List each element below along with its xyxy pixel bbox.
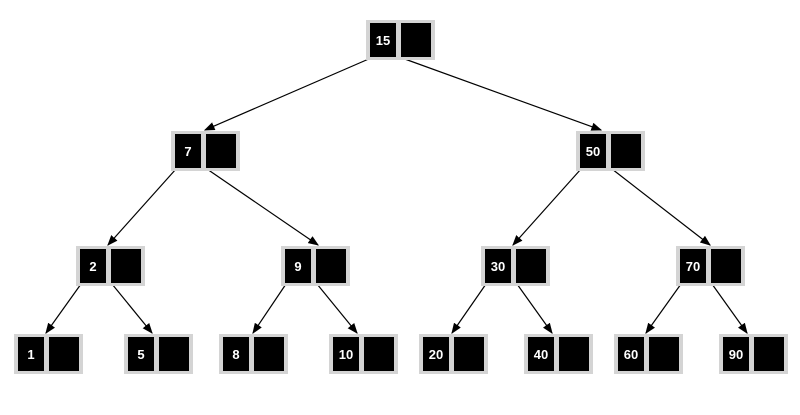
node-cell-divider [396,23,401,57]
tree-node-60[interactable]: 60 [614,334,683,374]
node-cell-divider [644,337,649,371]
node-cell-divider [106,249,111,283]
node-key-cell: 10 [333,337,359,371]
tree-node-7[interactable]: 7 [171,131,240,171]
node-empty-cell [111,249,141,283]
tree-edge-n70-to-n90 [711,283,748,334]
node-empty-cell [254,337,284,371]
node-cell-divider [44,337,49,371]
tree-node-9[interactable]: 9 [281,246,350,286]
node-cell-divider [606,134,611,168]
node-key-cell: 50 [580,134,606,168]
tree-edge-n9-to-n8 [252,283,287,334]
tree-edge-n9-to-n10 [316,283,358,334]
node-empty-cell [401,23,431,57]
tree-node-30[interactable]: 30 [481,246,550,286]
tree-node-20[interactable]: 20 [419,334,488,374]
tree-edge-n7-to-n2 [107,168,177,246]
node-cell-divider [154,337,159,371]
tree-edge-n15-to-n7 [203,57,372,131]
tree-edge-n50-to-n30 [512,168,582,246]
tree-edge-n70-to-n60 [645,283,682,334]
node-key-cell: 5 [128,337,154,371]
node-key-cell: 90 [723,337,749,371]
node-cell-divider [249,337,254,371]
node-empty-cell [711,249,741,283]
tree-edges [45,57,748,334]
node-empty-cell [754,337,784,371]
node-empty-cell [49,337,79,371]
tree-edge-n50-to-n70 [611,168,711,246]
tree-node-1[interactable]: 1 [14,334,83,374]
tree-node-70[interactable]: 70 [676,246,745,286]
tree-node-40[interactable]: 40 [524,334,593,374]
node-empty-cell [364,337,394,371]
node-key-cell: 70 [680,249,706,283]
tree-edge-n2-to-n1 [45,283,82,334]
node-cell-divider [554,337,559,371]
tree-edge-n15-to-n50 [401,57,603,131]
node-cell-divider [706,249,711,283]
node-key-cell: 1 [18,337,44,371]
tree-node-50[interactable]: 50 [576,131,645,171]
node-key-cell: 8 [223,337,249,371]
tree-node-8[interactable]: 8 [219,334,288,374]
tree-edge-n2-to-n5 [111,283,153,334]
tree-node-2[interactable]: 2 [76,246,145,286]
tree-edge-n7-to-n9 [206,168,319,246]
node-key-cell: 20 [423,337,449,371]
node-empty-cell [316,249,346,283]
node-empty-cell [159,337,189,371]
node-cell-divider [511,249,516,283]
node-key-cell: 60 [618,337,644,371]
node-empty-cell [649,337,679,371]
node-key-cell: 2 [80,249,106,283]
tree-edge-n30-to-n20 [451,283,487,334]
node-key-cell: 40 [528,337,554,371]
tree-node-10[interactable]: 10 [329,334,398,374]
tree-node-15[interactable]: 15 [366,20,435,60]
node-empty-cell [206,134,236,168]
node-empty-cell [611,134,641,168]
node-cell-divider [749,337,754,371]
node-empty-cell [516,249,546,283]
node-cell-divider [311,249,316,283]
node-empty-cell [454,337,484,371]
node-empty-cell [559,337,589,371]
tree-edge-n30-to-n40 [516,283,553,334]
node-cell-divider [449,337,454,371]
node-key-cell: 30 [485,249,511,283]
tree-node-5[interactable]: 5 [124,334,193,374]
node-key-cell: 9 [285,249,311,283]
node-key-cell: 7 [175,134,201,168]
node-cell-divider [201,134,206,168]
node-cell-divider [359,337,364,371]
node-key-cell: 15 [370,23,396,57]
tree-node-90[interactable]: 90 [719,334,788,374]
